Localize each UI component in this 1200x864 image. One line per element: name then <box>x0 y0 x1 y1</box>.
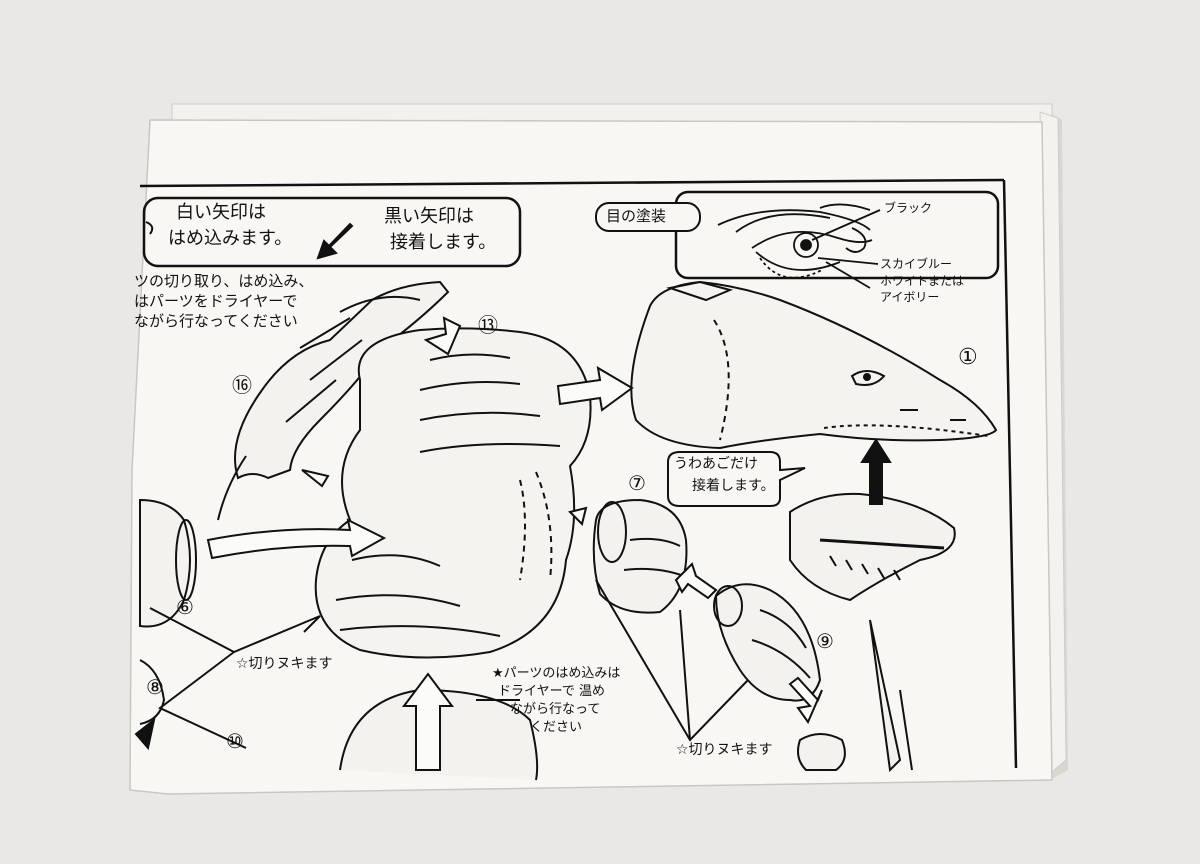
white-arrow-label-line1: 白い矢印は <box>176 202 266 223</box>
white-arrow-icon <box>556 366 634 412</box>
white-arrow-icon <box>402 672 454 771</box>
hook-icon <box>145 221 154 235</box>
white-arrow-icon <box>788 676 823 725</box>
white-arrows <box>206 316 823 771</box>
fit-note-line1: ★パーツのはめ込みは <box>492 666 621 681</box>
eye-painting-title: 目の塗装 <box>606 207 667 225</box>
cut-note-bottom: ☆切りヌキます <box>676 742 773 758</box>
fit-note-line3: ながら行なって <box>510 702 601 717</box>
part-9: ⑨ <box>816 629 834 653</box>
eye-color-sky-blue: スカイブルー <box>880 257 953 271</box>
black-arrow-icon <box>316 222 354 260</box>
instruction-line-2: はパーツをドライヤーで <box>134 292 298 310</box>
part-number-circles: ⑬ ⑯ ① ⑦ ⑨ ⑥ ⑧ ⑩ <box>146 313 978 753</box>
black-arrow-label-line1: 黒い矢印は <box>384 206 474 227</box>
eye-color-black: ブラック <box>884 201 933 215</box>
eye-illustration <box>717 203 881 289</box>
part-13: ⑬ <box>478 313 498 337</box>
jaw-note-line1: うわあごだけ <box>674 456 758 472</box>
instruction-line-1: ツの切り取り、はめ込み、 <box>134 272 314 290</box>
cut-note-left: ☆切りヌキます <box>236 656 333 672</box>
white-arrow-label-line2: はめ込みます。 <box>168 228 293 249</box>
creature-parts-illustration <box>134 280 998 781</box>
eye-color-white-line2: アイボリー <box>880 290 940 304</box>
eye-painting-title-box <box>595 202 701 232</box>
frame-lines <box>139 178 1018 769</box>
instruction-line-3: ながら行なってください <box>134 312 298 330</box>
black-arrow-label-line2: 接着します。 <box>390 232 497 253</box>
eye-color-white-line1: ホワイトまたは <box>880 274 965 288</box>
jaw-note-bubble <box>667 451 806 507</box>
part-7: ⑦ <box>628 471 646 495</box>
jaw-note-line2: 接着します。 <box>692 478 775 494</box>
black-up-arrow-icon <box>860 438 892 505</box>
part-6: ⑥ <box>176 595 194 619</box>
fit-note-line4: ください <box>530 720 583 735</box>
legend-box <box>142 196 522 268</box>
part-1: ① <box>958 345 978 370</box>
white-arrow-icon <box>674 562 718 600</box>
white-arrow-icon <box>206 518 387 560</box>
white-arrow-icon <box>301 469 330 488</box>
part-16: ⑯ <box>232 373 252 397</box>
fit-note-line2: ドライヤーで 温め <box>498 684 605 699</box>
part-10: ⑩ <box>226 729 244 753</box>
white-arrow-icon <box>423 316 462 356</box>
part-8: ⑧ <box>146 675 164 699</box>
eye-painting-box <box>674 190 1000 280</box>
white-arrow-icon <box>568 506 588 526</box>
